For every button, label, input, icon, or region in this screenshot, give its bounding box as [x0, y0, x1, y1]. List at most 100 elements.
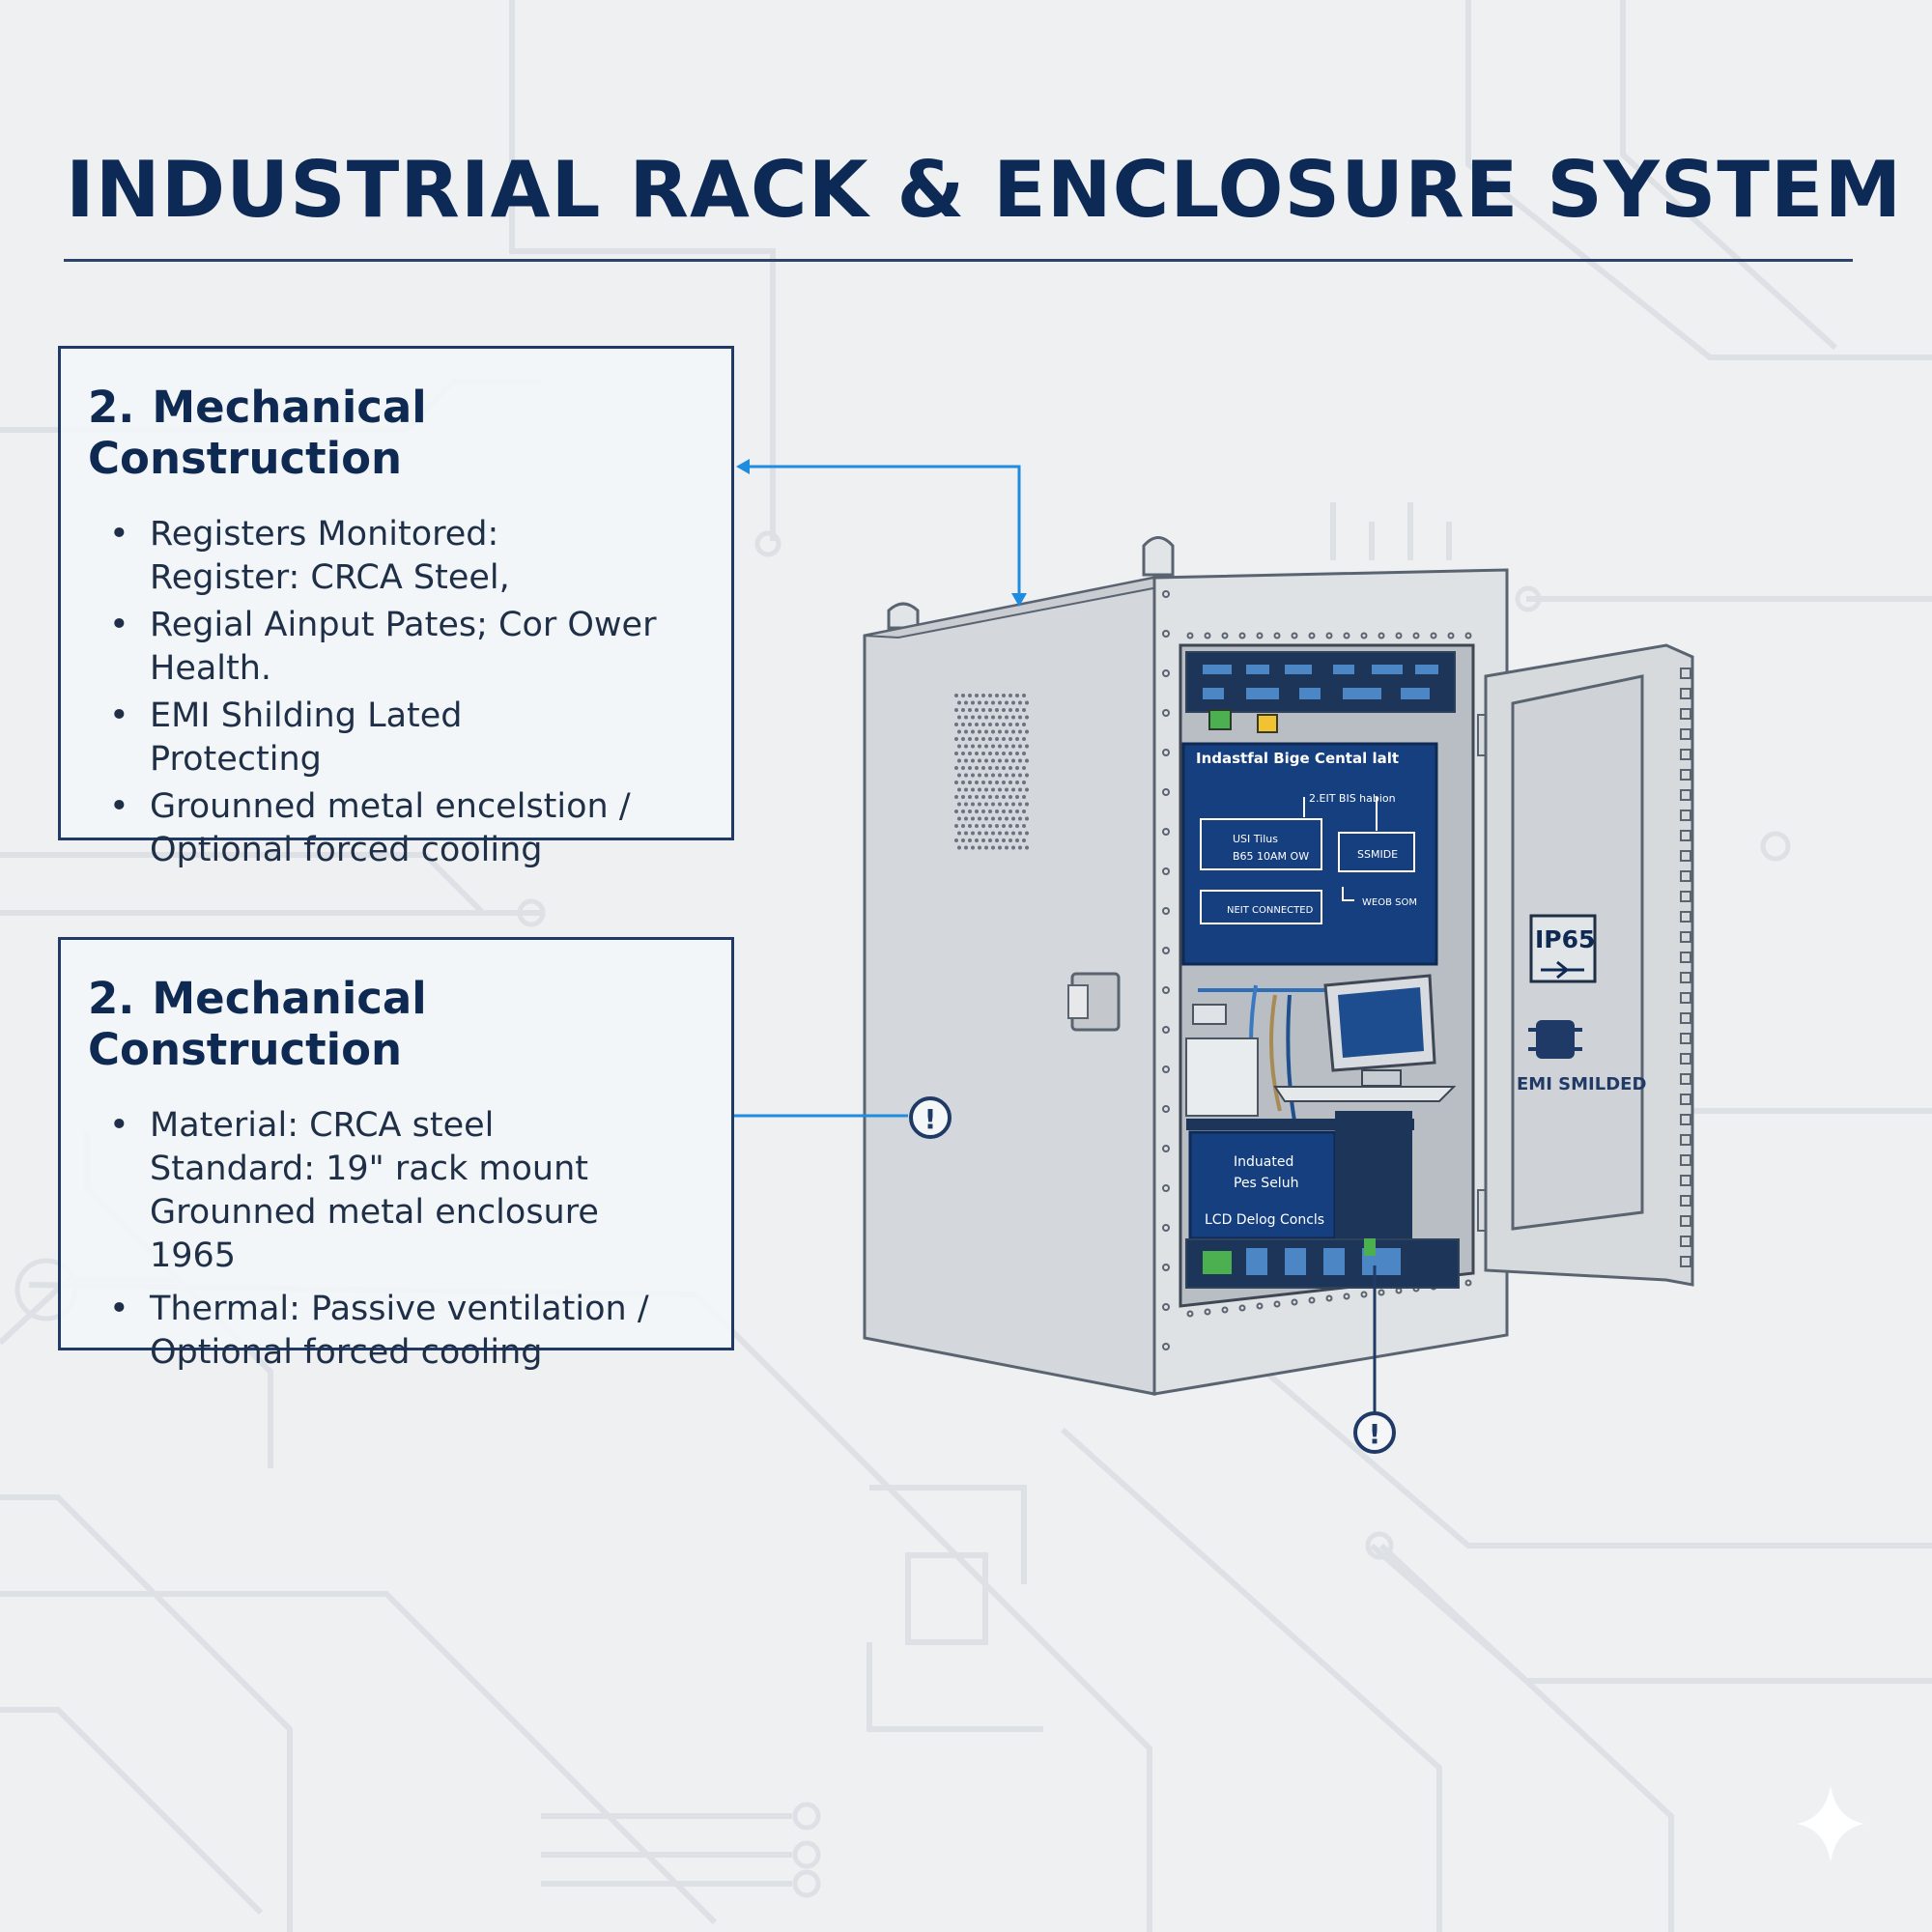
vent-hole — [1011, 744, 1015, 749]
rivet — [1162, 669, 1170, 677]
vent-hole — [975, 781, 979, 784]
vent-hole — [1022, 824, 1026, 828]
vent-hole — [964, 715, 968, 720]
gasket-bolt — [1680, 870, 1691, 882]
gasket-bolt — [1680, 1033, 1691, 1044]
gasket-bolt — [1680, 1094, 1691, 1105]
frame-rivets — [1162, 590, 1472, 1350]
bullet-icon: • — [109, 1106, 129, 1145]
vent-hole — [961, 752, 965, 755]
gasket-bolt — [1680, 931, 1691, 943]
vent-hole — [957, 715, 961, 720]
vent-hole — [978, 816, 981, 821]
vent-hole — [995, 795, 999, 799]
vent-hole — [991, 729, 995, 734]
vent-hole — [1015, 824, 1019, 828]
rivet — [1464, 1279, 1472, 1287]
vent-hole — [991, 744, 995, 749]
arrowhead-icon — [1011, 593, 1027, 607]
bullet-list: •Registers Monitored:Register: CRCA Stee… — [61, 513, 731, 872]
vent-hole — [971, 729, 975, 734]
vent-hole — [984, 773, 988, 778]
vent-hole — [1018, 744, 1022, 749]
vent-hole — [981, 838, 985, 842]
vent-hole — [1018, 816, 1022, 821]
rivet — [1162, 1303, 1170, 1311]
rivet — [1256, 632, 1264, 639]
vent-hole — [1009, 810, 1012, 813]
vent-hole — [991, 831, 995, 836]
gasket-bolt — [1680, 749, 1691, 760]
vent-hole — [1015, 694, 1019, 697]
vent-hole — [1015, 737, 1019, 741]
vent-hole — [1009, 795, 1012, 799]
vent-hole — [961, 723, 965, 726]
vent-hole — [968, 752, 972, 755]
vent-hole — [995, 781, 999, 784]
vent-hole — [954, 694, 958, 697]
vent-hole — [988, 824, 992, 828]
vent-hole — [971, 845, 975, 850]
item-line: Protecting — [150, 740, 322, 779]
vent-hole — [1011, 715, 1015, 720]
vent-hole — [984, 744, 988, 749]
gasket-bolt — [1680, 1073, 1691, 1085]
vent-hole — [964, 758, 968, 763]
item-line: Optional forced cooling — [150, 831, 543, 869]
vent-hole — [1005, 831, 1009, 836]
vent-hole — [995, 708, 999, 712]
vent-hole — [957, 729, 961, 734]
gasket-bolt — [1680, 708, 1691, 720]
vent-hole — [957, 816, 961, 821]
vent-hole — [975, 795, 979, 799]
rivet — [1360, 632, 1368, 639]
vent-hole — [988, 723, 992, 726]
vent-hole — [978, 773, 981, 778]
vent-hole — [1015, 708, 1019, 712]
gasket-bolt — [1680, 1114, 1691, 1125]
vent-hole — [1015, 810, 1019, 813]
side-handle-icon — [1067, 972, 1121, 1032]
vent-hole — [1025, 715, 1029, 720]
rivet — [1395, 632, 1403, 639]
alert-icon: ! — [1353, 1411, 1396, 1454]
vent-hole — [964, 831, 968, 836]
vent-hole — [971, 802, 975, 807]
vent-grille — [954, 694, 1029, 850]
vent-hole — [975, 694, 979, 697]
vent-hole — [981, 781, 985, 784]
item-line: Thermal: Passive ventilation / — [150, 1290, 649, 1328]
vent-hole — [995, 723, 999, 726]
vent-hole — [1002, 838, 1006, 842]
vent-hole — [975, 708, 979, 712]
vent-hole — [1009, 838, 1012, 842]
gasket-bolt — [1680, 688, 1691, 699]
vent-hole — [954, 781, 958, 784]
vent-hole — [1025, 802, 1029, 807]
vent-hole — [1009, 737, 1012, 741]
rivet — [1378, 632, 1385, 639]
rivet — [1162, 1264, 1170, 1271]
vent-hole — [1025, 773, 1029, 778]
vent-hole — [968, 737, 972, 741]
vent-hole — [964, 729, 968, 734]
vent-hole — [991, 758, 995, 763]
panel-number: 2. — [88, 973, 135, 1024]
vent-hole — [998, 802, 1002, 807]
vent-hole — [957, 758, 961, 763]
vent-hole — [1002, 824, 1006, 828]
vent-hole — [998, 744, 1002, 749]
rivet — [1238, 1304, 1246, 1312]
vent-hole — [1022, 781, 1026, 784]
rivet — [1325, 1294, 1333, 1302]
vent-hole — [968, 694, 972, 697]
vent-hole — [988, 795, 992, 799]
gasket-bolt — [1680, 1195, 1691, 1207]
vent-hole — [1025, 816, 1029, 821]
vent-hole — [998, 700, 1002, 705]
gasket-bolt — [1680, 992, 1691, 1004]
item-line: Optional forced cooling — [150, 1333, 543, 1372]
screen-box-label: WEOB SOM — [1362, 897, 1417, 908]
